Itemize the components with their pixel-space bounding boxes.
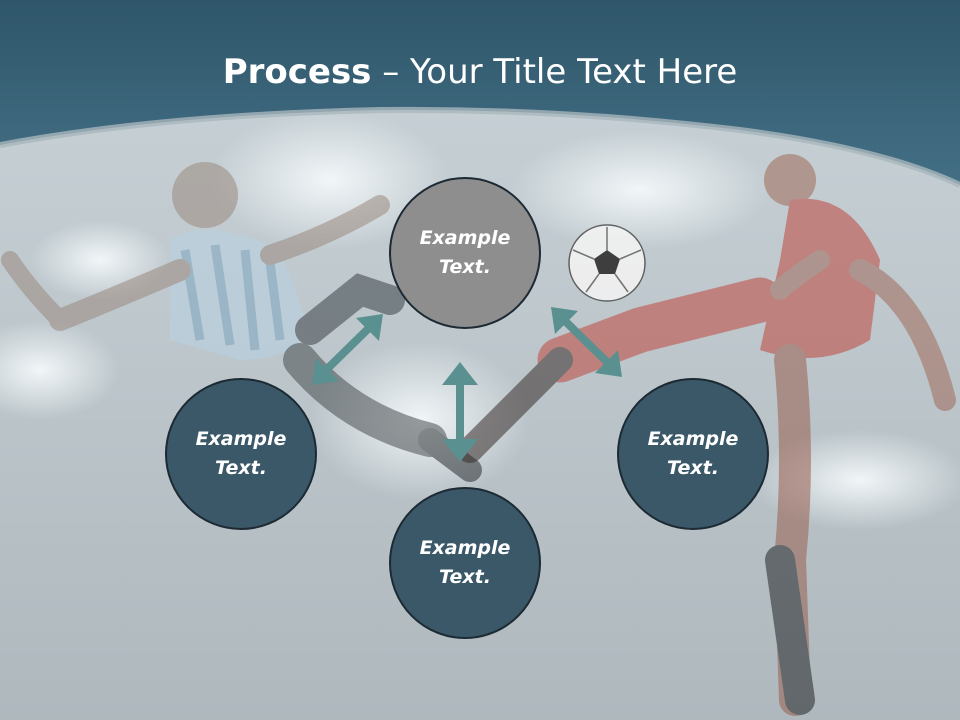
process-circle-bottom: Example Text. (389, 487, 541, 639)
circle-bottom-line1: Example (419, 537, 511, 559)
title-bold: Process (222, 52, 372, 92)
title-rest: – Your Title Text Here (371, 52, 738, 92)
circle-bottom-line2: Text. (439, 566, 491, 588)
circle-right-line1: Example (647, 428, 739, 450)
process-circle-left: Example Text. (165, 378, 317, 530)
page-title: Process – Your Title Text Here (0, 52, 960, 92)
circle-right-line2: Text. (667, 457, 719, 479)
circle-top-line2: Text. (439, 256, 491, 278)
circle-left-line1: Example (195, 428, 287, 450)
circle-top-line1: Example (419, 227, 511, 249)
circle-left-line2: Text. (215, 457, 267, 479)
process-circle-right: Example Text. (617, 378, 769, 530)
process-circle-top: Example Text. (389, 177, 541, 329)
